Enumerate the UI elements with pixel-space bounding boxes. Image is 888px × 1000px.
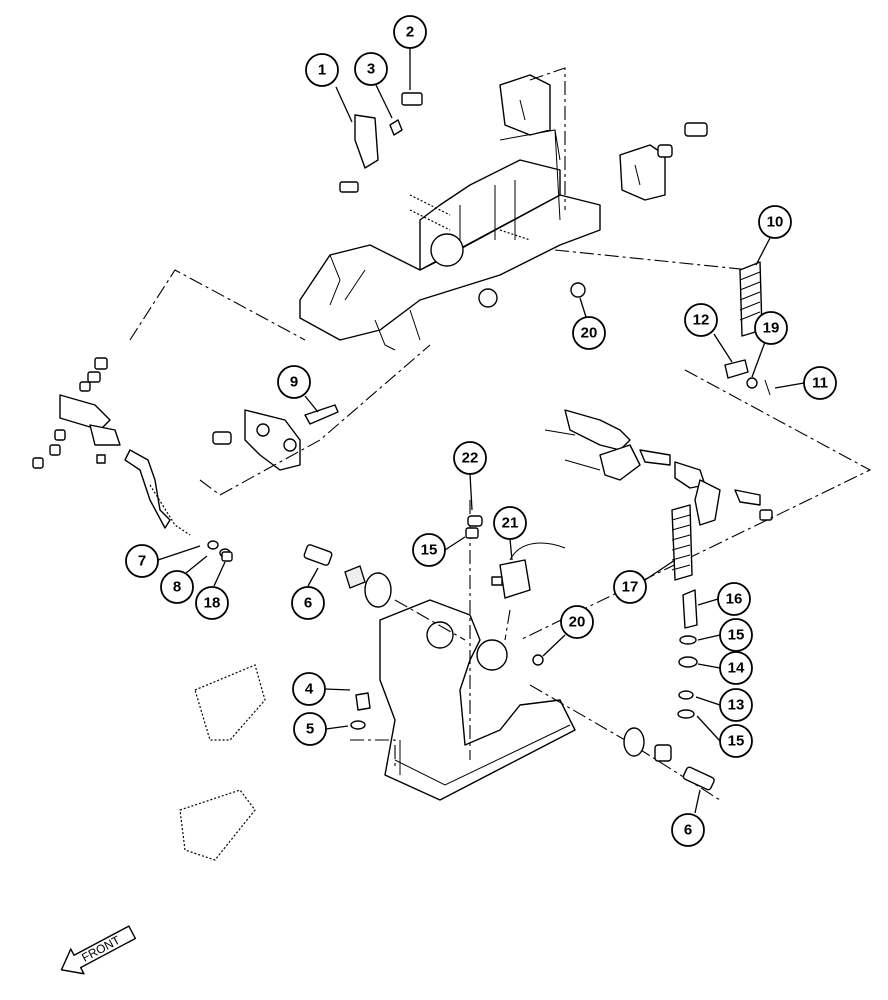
switch-assembly (491, 542, 566, 641)
callout-9: 9 (277, 365, 319, 413)
svg-text:19: 19 (763, 320, 780, 337)
upper-frame (299, 129, 601, 351)
svg-text:15: 15 (728, 733, 745, 750)
svg-text:22: 22 (462, 450, 479, 467)
callout-10: 10 (755, 205, 792, 266)
callout-8: 8 (160, 555, 208, 604)
svg-text:4: 4 (305, 681, 314, 698)
callout-20b: 20 (542, 605, 594, 657)
callout-4: 4 (292, 672, 351, 706)
svg-text:5: 5 (306, 721, 314, 738)
spring-and-hardware (207, 92, 771, 791)
callout-18: 18 (195, 561, 229, 620)
callout-11: 11 (774, 366, 837, 400)
svg-text:14: 14 (728, 660, 745, 677)
upper-mount-blocks (499, 67, 708, 210)
callout-5: 5 (293, 712, 349, 746)
callout-19: 19 (751, 311, 788, 378)
svg-text:16: 16 (726, 591, 743, 608)
callout-13: 13 (695, 688, 753, 722)
callout-2: 2 (393, 15, 427, 90)
svg-text:20: 20 (569, 614, 586, 631)
svg-text:20: 20 (581, 325, 598, 342)
callout-16: 16 (697, 582, 751, 616)
svg-text:6: 6 (304, 595, 312, 612)
callout-3: 3 (354, 52, 393, 119)
svg-text:2: 2 (406, 24, 414, 41)
svg-text:1: 1 (318, 62, 326, 79)
callout-12: 12 (684, 303, 733, 363)
front-direction-arrow: FRONT (60, 925, 137, 975)
callout-1: 1 (305, 53, 353, 123)
callout-15a: 15 (412, 533, 466, 567)
callout-17: 17 (613, 559, 676, 604)
callout-14: 14 (697, 651, 753, 685)
callout-22: 22 (453, 441, 487, 511)
pivot-bracket (199, 344, 431, 496)
callout-7: 7 (125, 544, 201, 578)
svg-text:6: 6 (684, 822, 692, 839)
lower-base-bracket (350, 500, 721, 801)
svg-text:18: 18 (204, 595, 221, 612)
svg-text:11: 11 (812, 375, 828, 392)
callout-6a: 6 (291, 567, 325, 620)
svg-text:3: 3 (367, 61, 375, 78)
right-pedal-linkage (519, 249, 872, 641)
svg-text:15: 15 (421, 542, 438, 559)
svg-text:17: 17 (622, 579, 639, 596)
svg-text:21: 21 (502, 515, 519, 532)
callout-15c: 15 (696, 715, 753, 758)
svg-text:13: 13 (728, 697, 745, 714)
svg-text:15: 15 (728, 627, 745, 644)
left-linkage (32, 269, 306, 536)
svg-text:7: 7 (138, 553, 146, 570)
callout-6b: 6 (671, 789, 705, 847)
callout-21: 21 (493, 506, 527, 561)
svg-text:10: 10 (767, 214, 784, 231)
svg-text:8: 8 (173, 579, 181, 596)
callout-15b: 15 (697, 618, 753, 652)
svg-text:12: 12 (693, 312, 710, 329)
bumper-pads (179, 544, 392, 861)
callout-20a: 20 (572, 297, 606, 350)
svg-text:9: 9 (290, 374, 298, 391)
